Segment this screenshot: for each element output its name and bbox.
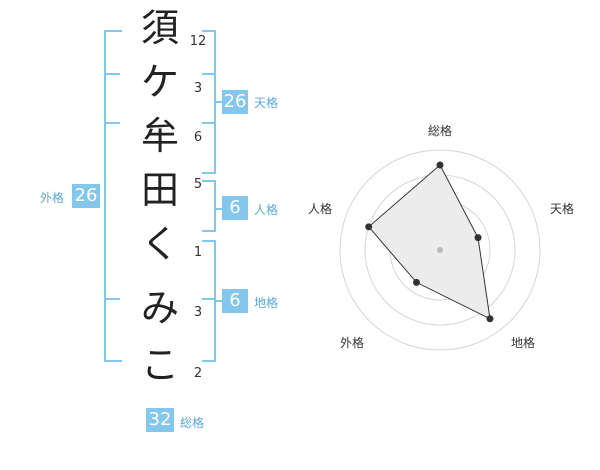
- radar-point-gaikaku: [412, 278, 420, 286]
- tenkaku-label: 天格: [254, 96, 279, 110]
- fortune-radar-chart: [339, 149, 541, 351]
- bracket-tick: [104, 122, 120, 124]
- radar-label-gaikaku: 外格: [340, 336, 365, 350]
- radar-label-chikaku: 地格: [511, 336, 536, 350]
- radar-center-dot: [437, 247, 443, 253]
- jinkaku-bracket: [202, 180, 216, 232]
- radar-label-soukaku: 総格: [428, 124, 453, 138]
- gaikaku-value-badge: 26: [72, 184, 100, 208]
- stroke-count-4: 5: [193, 177, 203, 192]
- name-char-2: ケ: [140, 60, 179, 104]
- bracket-connector: [214, 101, 222, 103]
- bracket-connector: [214, 208, 222, 210]
- radar-label-tenkaku: 天格: [550, 202, 575, 216]
- radar-point-soukaku: [436, 161, 444, 169]
- bracket-tick: [202, 298, 214, 300]
- bracket-tick: [202, 122, 214, 124]
- soukaku-value-badge: 32: [146, 408, 174, 432]
- stroke-count-6: 3: [193, 305, 203, 320]
- bracket-tick: [104, 73, 120, 75]
- jinkaku-value-badge: 6: [222, 196, 248, 220]
- radar-point-tenkaku: [474, 234, 482, 242]
- jinkaku-label: 人格: [254, 203, 279, 217]
- radar-area: [367, 164, 491, 320]
- radar-point-jinkaku: [365, 223, 373, 231]
- stroke-count-3: 6: [193, 130, 203, 145]
- soukaku-label: 総格: [180, 416, 205, 430]
- chikaku-value-badge: 6: [222, 289, 248, 313]
- radar-label-jinkaku: 人格: [308, 202, 333, 216]
- name-char-4: 田: [140, 168, 179, 212]
- name-char-6: み: [140, 286, 179, 330]
- name-char-7: こ: [140, 343, 179, 387]
- gaikaku-bracket: [104, 30, 122, 362]
- radar-ring: [339, 149, 541, 351]
- name-char-1: 須: [140, 6, 179, 50]
- name-char-3: 牟: [140, 114, 179, 158]
- stroke-count-7: 2: [193, 366, 203, 381]
- name-char-5: く: [140, 222, 179, 266]
- bracket-connector: [214, 300, 222, 302]
- chikaku-label: 地格: [254, 296, 279, 310]
- stroke-count-5: 1: [193, 245, 203, 260]
- stroke-count-1: 12: [189, 34, 207, 49]
- radar-point-chikaku: [486, 315, 494, 323]
- gaikaku-label: 外格: [40, 191, 65, 205]
- stroke-count-2: 3: [193, 81, 203, 96]
- bracket-tick: [202, 73, 214, 75]
- tenkaku-value-badge: 26: [222, 90, 248, 114]
- bracket-tick: [104, 298, 120, 300]
